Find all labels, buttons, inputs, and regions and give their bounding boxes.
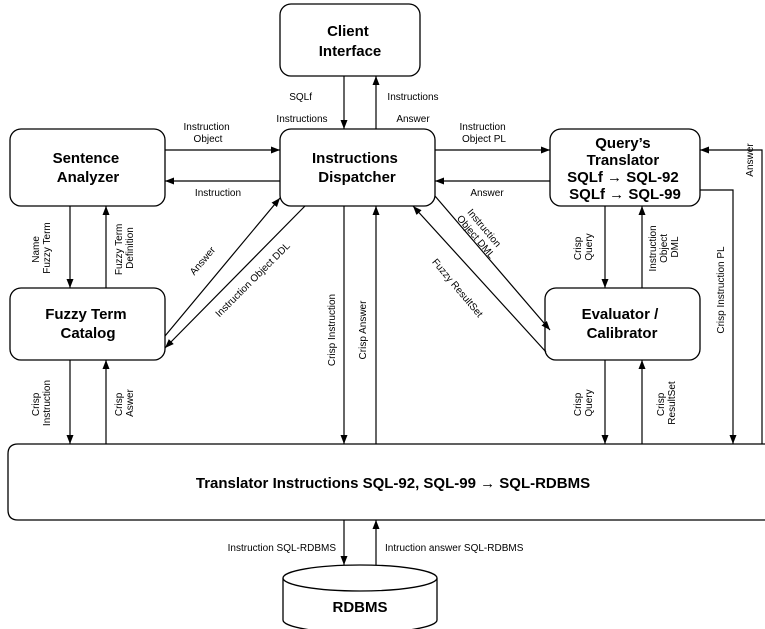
label-answer-right: Answer xyxy=(745,143,756,177)
label-sa-object: Object xyxy=(194,134,223,145)
client-interface-title-2: Interface xyxy=(319,43,382,60)
label-crisp-aswer-1: Crisp xyxy=(114,392,125,416)
svg-text:SQLf Instructions: SQLf Instructions xyxy=(276,92,327,125)
label-crisp-instruction-left-1: Crisp xyxy=(31,392,42,416)
label-crisp-aswer-2: Aswer xyxy=(125,388,136,416)
label-instruction-sql-rdbms: Instruction SQL-RDBMS xyxy=(228,543,337,554)
label-sqlf-instructions: Instructions xyxy=(276,114,327,125)
label-qt-answer: Answer xyxy=(470,188,504,199)
label-qt-object-pl: Object PL xyxy=(462,134,506,145)
evaluator-calibrator-title-2: Calibrator xyxy=(587,325,658,342)
svg-text:Client Interface: Client Interface xyxy=(319,23,382,60)
query-translator-title-3: SQLf → SQL-92 xyxy=(567,169,679,186)
svg-text:Crisp Instruction: Crisp Instruction xyxy=(31,380,53,426)
sentence-analyzer-title-1: Sentence xyxy=(53,150,120,167)
svg-text:Sentence Analyzer: Sentence Analyzer xyxy=(53,150,124,186)
label-crisp-instruction-mid: Crisp Instruction xyxy=(327,294,338,366)
translator-instructions-box: Translator Instructions SQL-92, SQL-99 →… xyxy=(7,443,765,521)
evaluator-calibrator-title-1: Evaluator / xyxy=(582,306,660,323)
svg-text:Crisp Aswer: Crisp Aswer xyxy=(114,388,136,416)
label-ci-answer: Answer xyxy=(396,114,430,125)
label-ci-instructions: Instructions xyxy=(387,92,438,103)
label-fuzzy-resultset: Fuzzy ResultSet xyxy=(429,257,484,320)
rdbms-title: RDBMS xyxy=(333,599,388,616)
label-ftc-answer: Answer xyxy=(188,245,218,278)
arrow-crisp-instruction-pl xyxy=(700,189,737,444)
arrow-evaluator-to-dispatcher xyxy=(412,205,547,353)
query-translator-title-1: Query’s xyxy=(595,135,650,152)
sentence-analyzer-title-2: Analyzer xyxy=(57,169,120,186)
arrow-catalog-to-dispatcher xyxy=(164,197,281,337)
client-interface-title-1: Client xyxy=(327,23,369,40)
label-crisp-query-top-2: Query xyxy=(584,233,595,260)
svg-text:Crisp Query: Crisp Query xyxy=(573,389,595,416)
label-io-dml-v-2: Object xyxy=(659,234,670,263)
svg-text:Instruction Object: Instruction Object xyxy=(184,122,233,145)
label-crisp-resultset-2: ResultSet xyxy=(667,381,678,425)
arrow-answer-right xyxy=(700,146,763,444)
svg-text:Instruction Object DML: Instruction Object DML xyxy=(454,206,506,262)
label-name: Name xyxy=(31,236,42,263)
query-translator-title-2: Translator xyxy=(587,152,660,169)
label-intruction-answer-sql-rdbms: Intruction answer SQL-RDBMS xyxy=(385,543,524,554)
fuzzy-term-catalog-box: Fuzzy Term Catalog xyxy=(9,287,166,361)
label-sqlf: SQLf xyxy=(289,92,312,103)
sentence-analyzer-box: Sentence Analyzer xyxy=(9,128,166,207)
svg-text:Crisp ResultSet: Crisp ResultSet xyxy=(656,381,678,425)
evaluator-calibrator-box: Evaluator / Calibrator xyxy=(544,287,701,361)
svg-text:Instructions Dispatcher: Instructions Dispatcher xyxy=(312,150,402,186)
label-crisp-resultset-1: Crisp xyxy=(656,392,667,416)
arrow-dispatcher-to-evaluator xyxy=(434,195,551,331)
svg-text:Evaluator / Calibrator: Evaluator / Calibrator xyxy=(582,306,663,342)
label-crisp-query-bottom-2: Query xyxy=(584,389,595,416)
fuzzy-term-catalog-title-1: Fuzzy Term xyxy=(45,306,126,323)
instructions-dispatcher-title-2: Dispatcher xyxy=(318,169,396,186)
label-fuzzy-term: Fuzzy Term xyxy=(114,224,125,276)
label-crisp-instruction-pl: Crisp Instruction PL xyxy=(716,246,727,334)
svg-text:Instruction Object PL: Instruction Object PL xyxy=(460,122,509,145)
label-qt-instruction: Instruction xyxy=(460,122,506,133)
svg-text:Fuzzy Term Definition: Fuzzy Term Definition xyxy=(114,221,136,275)
label-crisp-instruction-left-2: Instruction xyxy=(42,380,53,426)
label-instruction-object-ddl: Instruction Object DDL xyxy=(214,240,293,319)
svg-text:Name Fuzzy Term: Name Fuzzy Term xyxy=(31,222,53,274)
svg-text:Crisp Query: Crisp Query xyxy=(573,233,595,260)
label-crisp-query-top-1: Crisp xyxy=(573,236,584,260)
label-name-fuzzy-term: Fuzzy Term xyxy=(42,222,53,274)
client-interface-box: Client Interface xyxy=(279,3,421,77)
label-io-dml-v-3: DML xyxy=(670,236,681,258)
translator-instructions-title: Translator Instructions SQL-92, SQL-99 →… xyxy=(196,475,590,492)
instructions-dispatcher-title-1: Instructions xyxy=(312,150,398,167)
query-translator-box: Query’s Translator SQLf → SQL-92 SQLf → … xyxy=(549,128,701,207)
label-crisp-query-bottom-1: Crisp xyxy=(573,392,584,416)
query-translator-title-4: SQLf → SQL-99 xyxy=(569,186,681,203)
instructions-dispatcher-box: Instructions Dispatcher xyxy=(279,128,436,207)
label-sa-instruction-back: Instruction xyxy=(195,188,241,199)
rdbms-cylinder: RDBMS xyxy=(282,564,438,629)
fuzzy-term-catalog-title-2: Catalog xyxy=(60,325,115,342)
label-crisp-answer-mid: Crisp Answer xyxy=(358,300,369,360)
label-definition: Definition xyxy=(125,227,136,269)
svg-text:Fuzzy Term Catalog: Fuzzy Term Catalog xyxy=(45,306,131,342)
label-io-dml-v-1: Instruction xyxy=(648,225,659,271)
label-sa-instruction: Instruction xyxy=(184,122,230,133)
arrow-dispatcher-to-catalog xyxy=(164,205,306,349)
svg-text:Instruction Object DML: Instruction Object DML xyxy=(648,223,681,272)
svg-text:Query’s Translator: Query’s Translator SQLf → SQL-92 SQLf → … xyxy=(567,135,683,203)
